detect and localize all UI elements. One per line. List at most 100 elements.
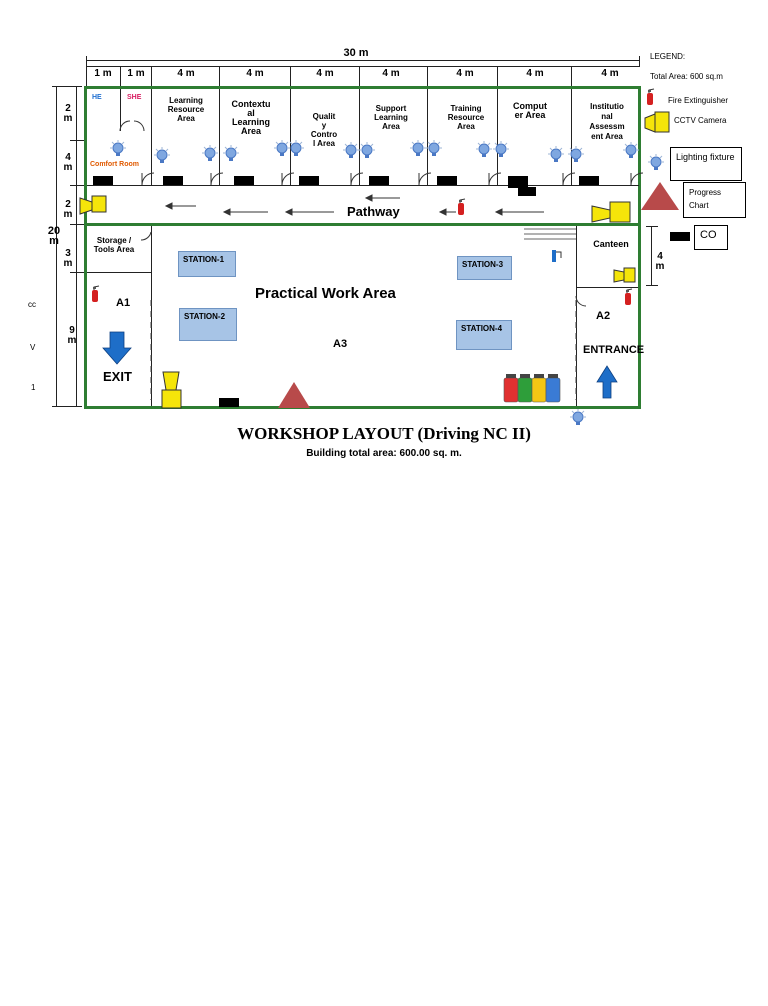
desk	[369, 176, 389, 185]
dim-tick	[70, 272, 84, 273]
dim-tick	[151, 66, 152, 88]
legend-progress: Progress Chart	[689, 188, 722, 210]
dim-seg-7: 4 m	[456, 68, 474, 79]
room-support-learning: Support Learning Area	[374, 104, 408, 131]
cctv-icon	[591, 201, 631, 223]
desk	[299, 176, 319, 185]
room-canteen: Canteen	[593, 239, 629, 249]
dim-left-4: 3 m	[63, 248, 73, 269]
room-he: HE	[92, 94, 102, 101]
dim-tick	[52, 86, 82, 87]
stray-mark-cc: cc	[28, 300, 36, 309]
progress-chart-icon	[278, 382, 310, 408]
desk	[518, 187, 536, 196]
dim-seg-2: 1 m	[127, 68, 145, 79]
caption-title: WORKSHOP LAYOUT (Driving NC II)	[237, 424, 531, 443]
room-learning-resource: Learning Resource Area	[167, 96, 205, 123]
dim-seg-5: 4 m	[316, 68, 334, 79]
area-a1: A1	[116, 297, 131, 309]
wall-pathway-south	[84, 223, 641, 226]
stray-mark-v: V	[30, 343, 36, 352]
dim-tick	[359, 66, 360, 88]
dim-seg-6: 4 m	[382, 68, 400, 79]
desk	[234, 176, 254, 185]
storage-south-wall	[87, 272, 151, 273]
cctv-icon	[161, 371, 182, 409]
dim-seg-1: 1 m	[94, 68, 112, 79]
dim-line-left-inner	[76, 86, 77, 406]
exit-arrow-icon	[102, 331, 132, 365]
room-storage: Storage / Tools Area	[93, 236, 135, 254]
legend-co-box: CO	[694, 225, 728, 250]
dim-seg-9: 4 m	[601, 68, 619, 79]
dim-line-top	[86, 60, 640, 61]
dim-left-2: 4 m	[63, 152, 73, 173]
station-1: STATION-1	[178, 251, 236, 277]
legend-fire-extinguisher: Fire Extinguisher	[668, 96, 729, 105]
dim-tick	[86, 56, 87, 66]
desk	[163, 176, 183, 185]
station-3: STATION-3	[457, 256, 512, 280]
exit-label: EXIT	[103, 369, 132, 384]
station-4: STATION-4	[456, 320, 512, 350]
dim-total-left: 20 m	[47, 225, 61, 247]
dim-tick	[646, 226, 658, 227]
desk	[508, 176, 528, 188]
partition-cr	[120, 89, 121, 131]
cctv-icon	[613, 267, 636, 283]
partition	[359, 89, 360, 185]
legend-progress-box: Progress Chart	[683, 182, 746, 218]
dim-left-3: 2 m	[63, 199, 73, 220]
partition	[151, 89, 152, 185]
legend-co-desk	[670, 232, 690, 241]
room-institutional: Institutio nal Assessm ent Area	[589, 102, 625, 141]
legend-progress-chart-icon	[641, 182, 679, 210]
room-she: SHE	[127, 94, 142, 101]
dim-seg-4: 4 m	[246, 68, 264, 79]
room-contextual: Contextu al Learning Area	[231, 99, 271, 136]
work-area-title: Practical Work Area	[255, 285, 396, 302]
entrance-label: ENTRANCE	[583, 344, 645, 356]
caption-subtitle: Building total area: 600.00 sq. m.	[306, 448, 462, 459]
dim-left-1: 2 m	[63, 103, 73, 124]
station-2: STATION-2	[179, 308, 237, 341]
dim-line-sub	[86, 66, 640, 67]
legend-title: LEGEND:	[650, 52, 686, 61]
dim-line-left-outer	[56, 86, 57, 406]
dim-tick	[646, 285, 658, 286]
area-a3: A3	[333, 338, 348, 350]
wall-bottom	[84, 406, 641, 409]
desk	[93, 176, 113, 185]
stray-mark-1: 1	[31, 383, 36, 392]
sink-icon	[552, 250, 562, 262]
canteen-south-wall	[576, 287, 638, 288]
room-quality-control: Qualit y Contro l Area	[310, 112, 338, 148]
dim-tick	[86, 66, 87, 88]
legend-cctv: CCTV Camera	[674, 116, 727, 125]
cctv-icon	[79, 195, 107, 215]
dim-line-right	[651, 226, 652, 286]
dim-tick	[571, 66, 572, 88]
wall-left	[84, 86, 87, 409]
dim-tick	[52, 406, 82, 407]
legend-cctv-icon	[644, 111, 670, 133]
wall-right	[638, 86, 641, 409]
dim-tick	[70, 185, 84, 186]
dim-tick	[427, 66, 428, 88]
dim-tick	[120, 66, 121, 88]
partition	[219, 89, 220, 185]
room-computer: Comput er Area	[513, 101, 547, 120]
desk	[579, 176, 599, 185]
desk	[219, 398, 239, 407]
legend-lighting: Lighting fixture	[676, 152, 735, 162]
legend-co: CO	[700, 229, 717, 241]
entrance-arrow-icon	[596, 365, 618, 399]
